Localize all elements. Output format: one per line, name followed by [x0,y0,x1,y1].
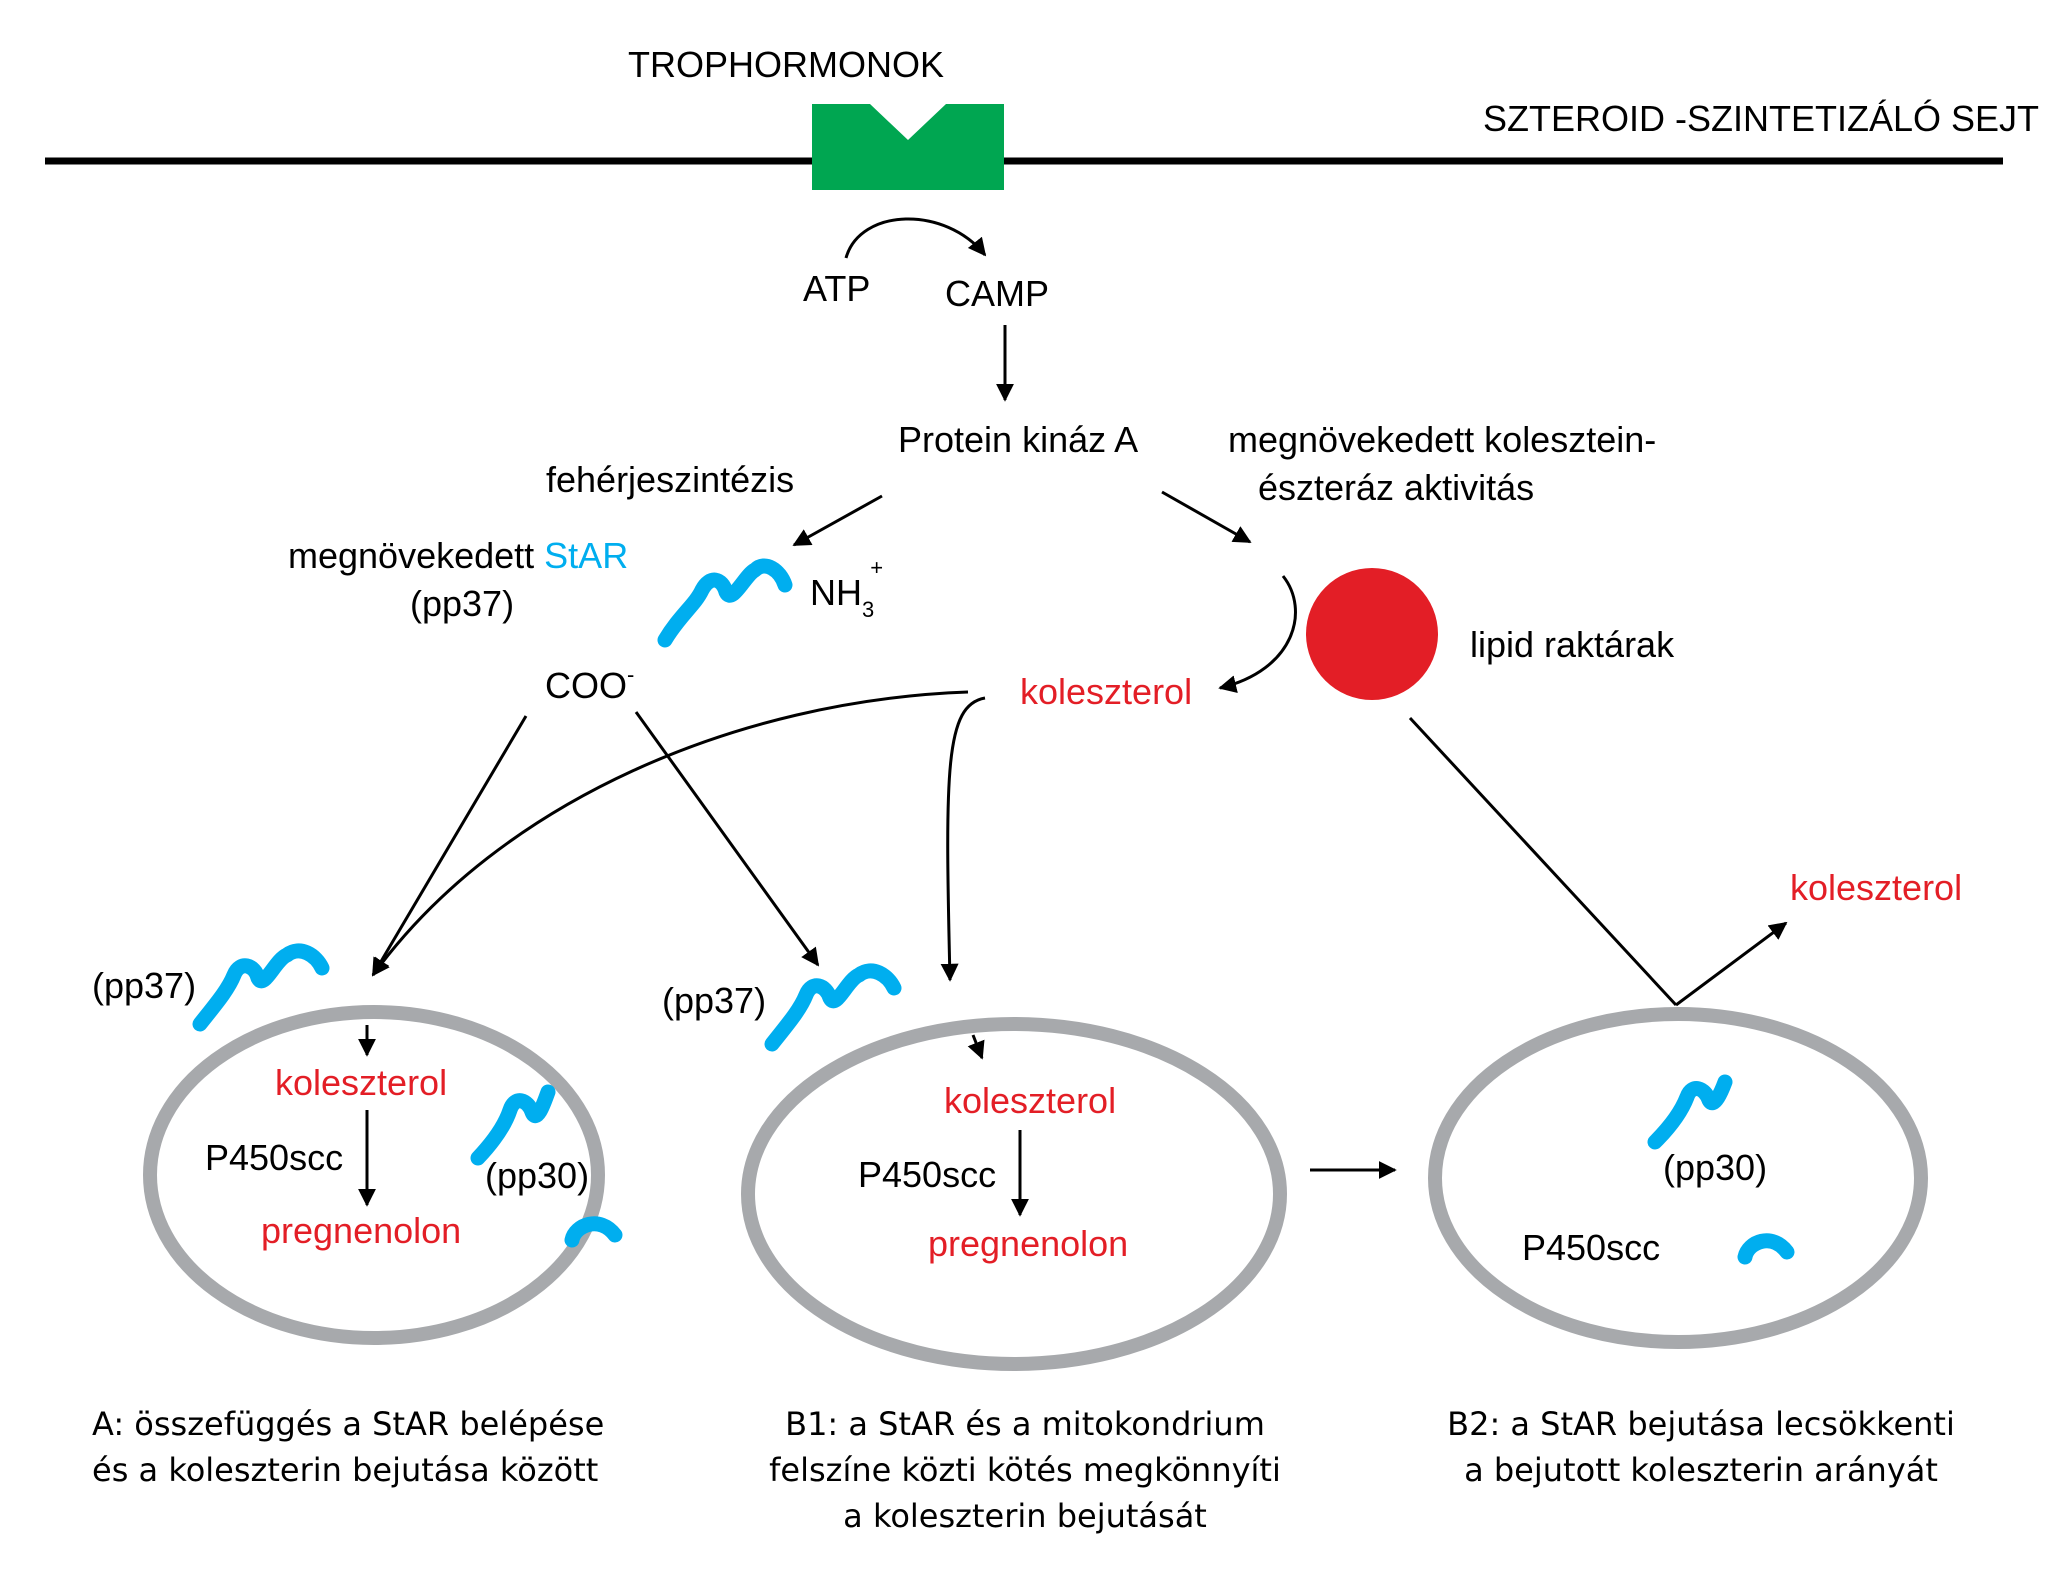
pka-label: Protein kináz A [898,419,1138,460]
panel-b1-entry-arrow [967,1034,985,1060]
star-label: megnövekedett StAR [288,535,628,576]
pka-protein-arrow [792,494,883,547]
cholesterol-panel-b1-arrow [940,696,986,982]
panel-b1-mitochondrion [741,1017,1287,1371]
panel-a-pp37-label: (pp37) [92,965,196,1006]
caption-a-line1: A: összefüggés a StAR belépése [92,1405,604,1443]
caption-a-line2: és a koleszterin bejutása között [92,1451,598,1489]
panel-b2-enzyme-label: P450scc [1522,1227,1660,1268]
star-protein-icon [657,558,793,648]
coo-panel-a-arrow [371,715,528,977]
panel-b2-mitochondrion [1428,1007,1928,1349]
cell-label: SZTEROID -SZINTETIZÁLÓ SEJT [1483,98,2039,139]
lipid-cholesterol-arrow [1218,575,1297,693]
pka-esterase-arrow [1161,490,1252,544]
panel-b2-pp30-icon [1647,1074,1733,1150]
panel-a-mitochondrion [143,1005,605,1345]
star-pp37-label: (pp37) [410,583,514,624]
caption-b1-line3: a koleszterin bejutását [843,1497,1207,1535]
receptor-icon [812,104,1004,190]
panel-b2-cholesterol-label: koleszterol [1790,867,1962,908]
lipid-panel-b2-line [1408,716,1678,1007]
lipid-droplet-icon [1306,568,1438,700]
panel-b1-pp37-label: (pp37) [662,980,766,1021]
panel-b2-p450-icon [1737,1233,1795,1265]
coo-panel-b1-arrow [634,711,820,967]
esterase-label-line2: észteráz aktivitás [1258,467,1534,508]
trophormone-label: TROPHORMONOK [628,44,944,85]
esterase-label-line1: megnövekedett kolesztein- [1228,419,1656,460]
panel-a-pp30-label: (pp30) [485,1155,589,1196]
caption-b2-line1: B2: a StAR bejutása lecsökkenti [1447,1405,1955,1443]
camp-label: CAMP [945,273,1049,314]
atp-label: ATP [803,268,870,309]
panel-b2-exit-arrow [1675,921,1788,1007]
panel-b2-pp30-label: (pp30) [1663,1147,1767,1188]
panel-a-product-label: pregnenolon [261,1210,461,1251]
protein-synthesis-label: fehérjeszintézis [546,459,794,500]
panel-a-pp30-icon [470,1084,556,1166]
panel-b1-enzyme-label: P450scc [858,1154,996,1195]
panel-a-enzyme-label: P450scc [205,1137,343,1178]
caption-b1-line2: felszíne közti kötés megkönnyíti [769,1451,1281,1489]
caption-b1-line1: B1: a StAR és a mitokondrium [785,1405,1265,1443]
caption-b2-line2: a bejutott koleszterin arányát [1464,1451,1938,1489]
coo-label: COO- [545,662,634,706]
atp-camp-arrow [844,217,987,259]
cholesterol-panel-a-arrow [371,690,969,977]
panel-a-cholesterol-label: koleszterol [275,1062,447,1103]
panel-b1-product-label: pregnenolon [928,1223,1128,1264]
panel-a-star-icon [192,943,330,1032]
nh3-label: NH3+ [810,555,883,622]
lipid-stores-label: lipid raktárak [1470,624,1675,665]
cholesterol-label: koleszterol [1020,671,1192,712]
panel-a-p450-icon [564,1216,623,1248]
panel-b1-star-icon [764,963,902,1052]
panel-b1-cholesterol-label: koleszterol [944,1080,1116,1121]
